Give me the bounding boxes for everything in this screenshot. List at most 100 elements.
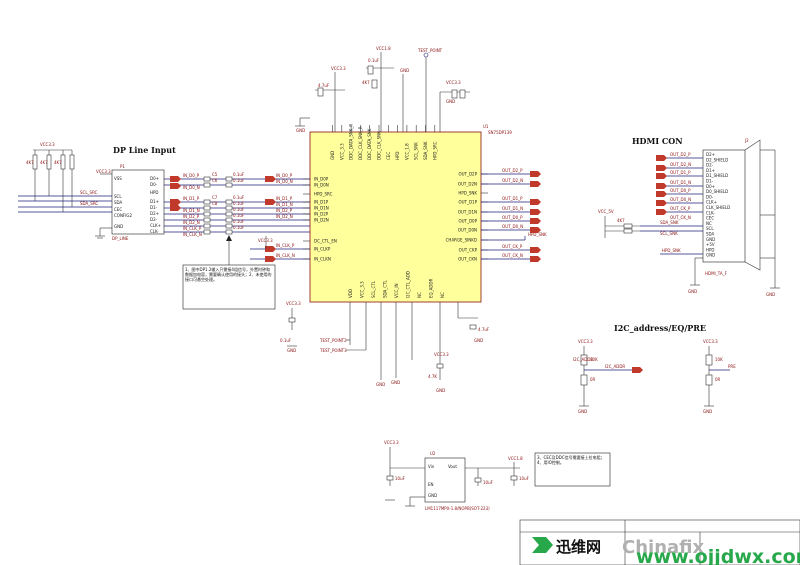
ic-pin-label: IN_D1P	[314, 200, 329, 205]
svg-text:VCC3.3: VCC3.3	[434, 352, 449, 357]
svg-text:EN: EN	[428, 482, 434, 487]
ic-pin-label: D2+	[706, 152, 715, 157]
ic-pin-label: VCC_3.3	[339, 143, 344, 160]
ic-pin-label: CHARGE_SINKD	[446, 238, 477, 243]
svg-text:IN_D1_P: IN_D1_P	[276, 196, 293, 201]
ic-pin-label: OUT_CKP	[459, 248, 478, 253]
ic-pin-label: OUT_D1P	[458, 200, 477, 205]
ic-pin-label: SDA_SNK	[423, 141, 428, 160]
svg-text:4K7: 4K7	[617, 218, 625, 223]
u1-bottom-nets: VCC3.3 0.1uF GND 4.7uF GND TEST_POINT2 T…	[280, 301, 490, 393]
svg-text:0.1uF: 0.1uF	[280, 338, 292, 343]
svg-text:4K7: 4K7	[362, 80, 370, 85]
svg-text:0.1uF: 0.1uF	[233, 172, 245, 177]
svg-text:IN_D0_N: IN_D0_N	[276, 179, 293, 184]
svg-text:OUT_CK_P: OUT_CK_P	[502, 244, 523, 249]
svg-text:C6: C6	[212, 178, 218, 183]
svg-text:0.1uF: 0.1uF	[233, 213, 245, 218]
svg-text:SDA_SRC: SDA_SRC	[80, 201, 98, 206]
hdmi-connector: J2 HDMI_TA_F D2+D2_SHIELDD2-D1+D1_SHIELD…	[688, 138, 780, 297]
ic-pin-label: DC_CTL_EN	[314, 239, 337, 244]
svg-text:TEST_POINT3: TEST_POINT3	[319, 348, 347, 353]
svg-text:0.1uF: 0.1uF	[233, 207, 245, 212]
note-box-1: 1、图中DP1.2输入只需接4组信号，外置时钟和数据加电容，需要确认使用的接头；…	[182, 235, 276, 310]
svg-text:IN_D1_N: IN_D1_N	[183, 208, 200, 213]
svg-text:OUT_D1_P: OUT_D1_P	[670, 170, 691, 175]
ic-pin-label: D1_SHIELD	[706, 173, 728, 178]
dp-lanes: IN_D0_P IN_D0_N IN_D1_P IN_D1_N IN_D2_P …	[164, 172, 310, 262]
svg-text:OUT_CK_N: OUT_CK_N	[502, 253, 523, 258]
note-box-2: 3、CEC及DDC信号需要接上拉电阻；4、用IO控制。	[534, 452, 611, 487]
svg-text:VCC3.3: VCC3.3	[384, 440, 399, 445]
hdmi-con-title: HDMI CON	[632, 136, 683, 146]
svg-text:VCC3.3: VCC3.3	[40, 142, 55, 147]
svg-text:IN_D2_P: IN_D2_P	[276, 208, 293, 213]
ic-pin-label: HPD_SRC	[314, 192, 333, 197]
u1-left-pins: IN_D0PIN_D0NHPD_SRCIN_D1PIN_D1NIN_D2PIN_…	[303, 177, 337, 262]
svg-text:GND: GND	[436, 388, 445, 393]
ic-pin-label: CLK_SHIELD	[706, 205, 730, 210]
svg-text:OUT_D0_P: OUT_D0_P	[670, 188, 691, 193]
svg-text:OUT_D2_P: OUT_D2_P	[670, 152, 691, 157]
ic-pin-label: NC	[440, 292, 445, 298]
svg-text:VCC1.8: VCC1.8	[376, 46, 391, 51]
svg-text:SDA_SNK: SDA_SNK	[660, 220, 679, 225]
dp-side-wires: SCL_SRC SDA_SRC VCC3.3	[18, 169, 112, 213]
ic-pin-label: IN_CLKP	[314, 247, 331, 252]
ic-pin-label: DDC_CLK_SNK	[377, 131, 382, 160]
ic-pin-label: D0_SHIELD	[706, 189, 728, 194]
svg-text:VCC3.3: VCC3.3	[446, 80, 461, 85]
svg-text:GND: GND	[688, 289, 697, 294]
watermark-brand-cn: 迅维网	[556, 538, 601, 556]
svg-text:IN_D2_P: IN_D2_P	[183, 214, 200, 219]
svg-text:VCC3.3: VCC3.3	[703, 339, 718, 344]
ic-pin-label: HPD	[706, 247, 715, 252]
svg-text:4.7uF: 4.7uF	[318, 83, 330, 88]
svg-text:PRE: PRE	[728, 364, 736, 369]
ic-pin-label: IN_D0P	[314, 177, 329, 182]
dp-connector: DP_LINE P1 VSS SCL SDA CEC CONFIG2 GND D…	[95, 164, 165, 241]
svg-text:IN_D2_N: IN_D2_N	[183, 220, 200, 225]
ic-pin-label: D1-	[706, 179, 714, 184]
ic-pin-label: IN_D1N	[314, 206, 329, 211]
ic-pin-label: SCL_SNK	[414, 142, 419, 160]
ic-pin-label: IN_D2N	[314, 218, 329, 223]
ic-pin-label: D0-	[706, 194, 714, 199]
svg-text:0.1uF: 0.1uF	[233, 178, 245, 183]
svg-text:I2C_ADDR: I2C_ADDR	[605, 364, 625, 369]
svg-text:TEST_POINT2: TEST_POINT2	[319, 338, 347, 343]
svg-text:IN_CLK_P: IN_CLK_P	[276, 243, 295, 248]
svg-text:U1: U1	[483, 124, 489, 129]
svg-text:OUT_D2_P: OUT_D2_P	[502, 168, 523, 173]
svg-text:GND: GND	[428, 493, 437, 498]
ic-pin-label: VDD	[348, 289, 353, 298]
svg-text:0R: 0R	[590, 377, 596, 382]
ic-pin-label: CEC	[706, 216, 714, 221]
svg-text:VCC3.3: VCC3.3	[258, 238, 273, 243]
svg-text:OUT_D1_N: OUT_D1_N	[670, 180, 691, 185]
svg-text:VCC3.3: VCC3.3	[331, 66, 346, 71]
hdmi-pin-list: D2+D2_SHIELDD2-D1+D1_SHIELDD1-D0+D0_SHIE…	[706, 152, 730, 258]
ic-pin-label: HPD_SRC	[432, 141, 437, 160]
svg-text:IN_D1_P: IN_D1_P	[183, 196, 200, 201]
svg-text:GND: GND	[766, 292, 775, 297]
hdmi-side-wires: OUT_D2_P OUT_D2_N OUT_D1_P OUT_D1_N OUT_…	[598, 152, 703, 255]
svg-text:CLK+: CLK+	[150, 223, 161, 228]
ic-pin-label: CLK-	[706, 210, 715, 215]
svg-text:VCC3.3: VCC3.3	[286, 301, 301, 306]
watermark-brand-en: Chinafix	[622, 537, 704, 558]
svg-text:D2+: D2+	[150, 211, 159, 216]
ic-pin-label: CLK+	[706, 200, 717, 205]
ic-pin-label: OUT_D0P	[458, 219, 477, 224]
svg-text:IN_D0_P: IN_D0_P	[276, 173, 293, 178]
ic-pin-label: CEC	[386, 152, 391, 160]
svg-text:10uF: 10uF	[395, 476, 406, 481]
ic-pin-label: GND	[330, 151, 335, 160]
svg-text:OUT_D0_N: OUT_D0_N	[670, 197, 691, 202]
ic-pin-label: HPD	[395, 152, 400, 161]
svg-text:HPD: HPD	[150, 190, 159, 195]
svg-text:D1+: D1+	[150, 199, 159, 204]
ic-pin-label: D0+	[706, 184, 715, 189]
